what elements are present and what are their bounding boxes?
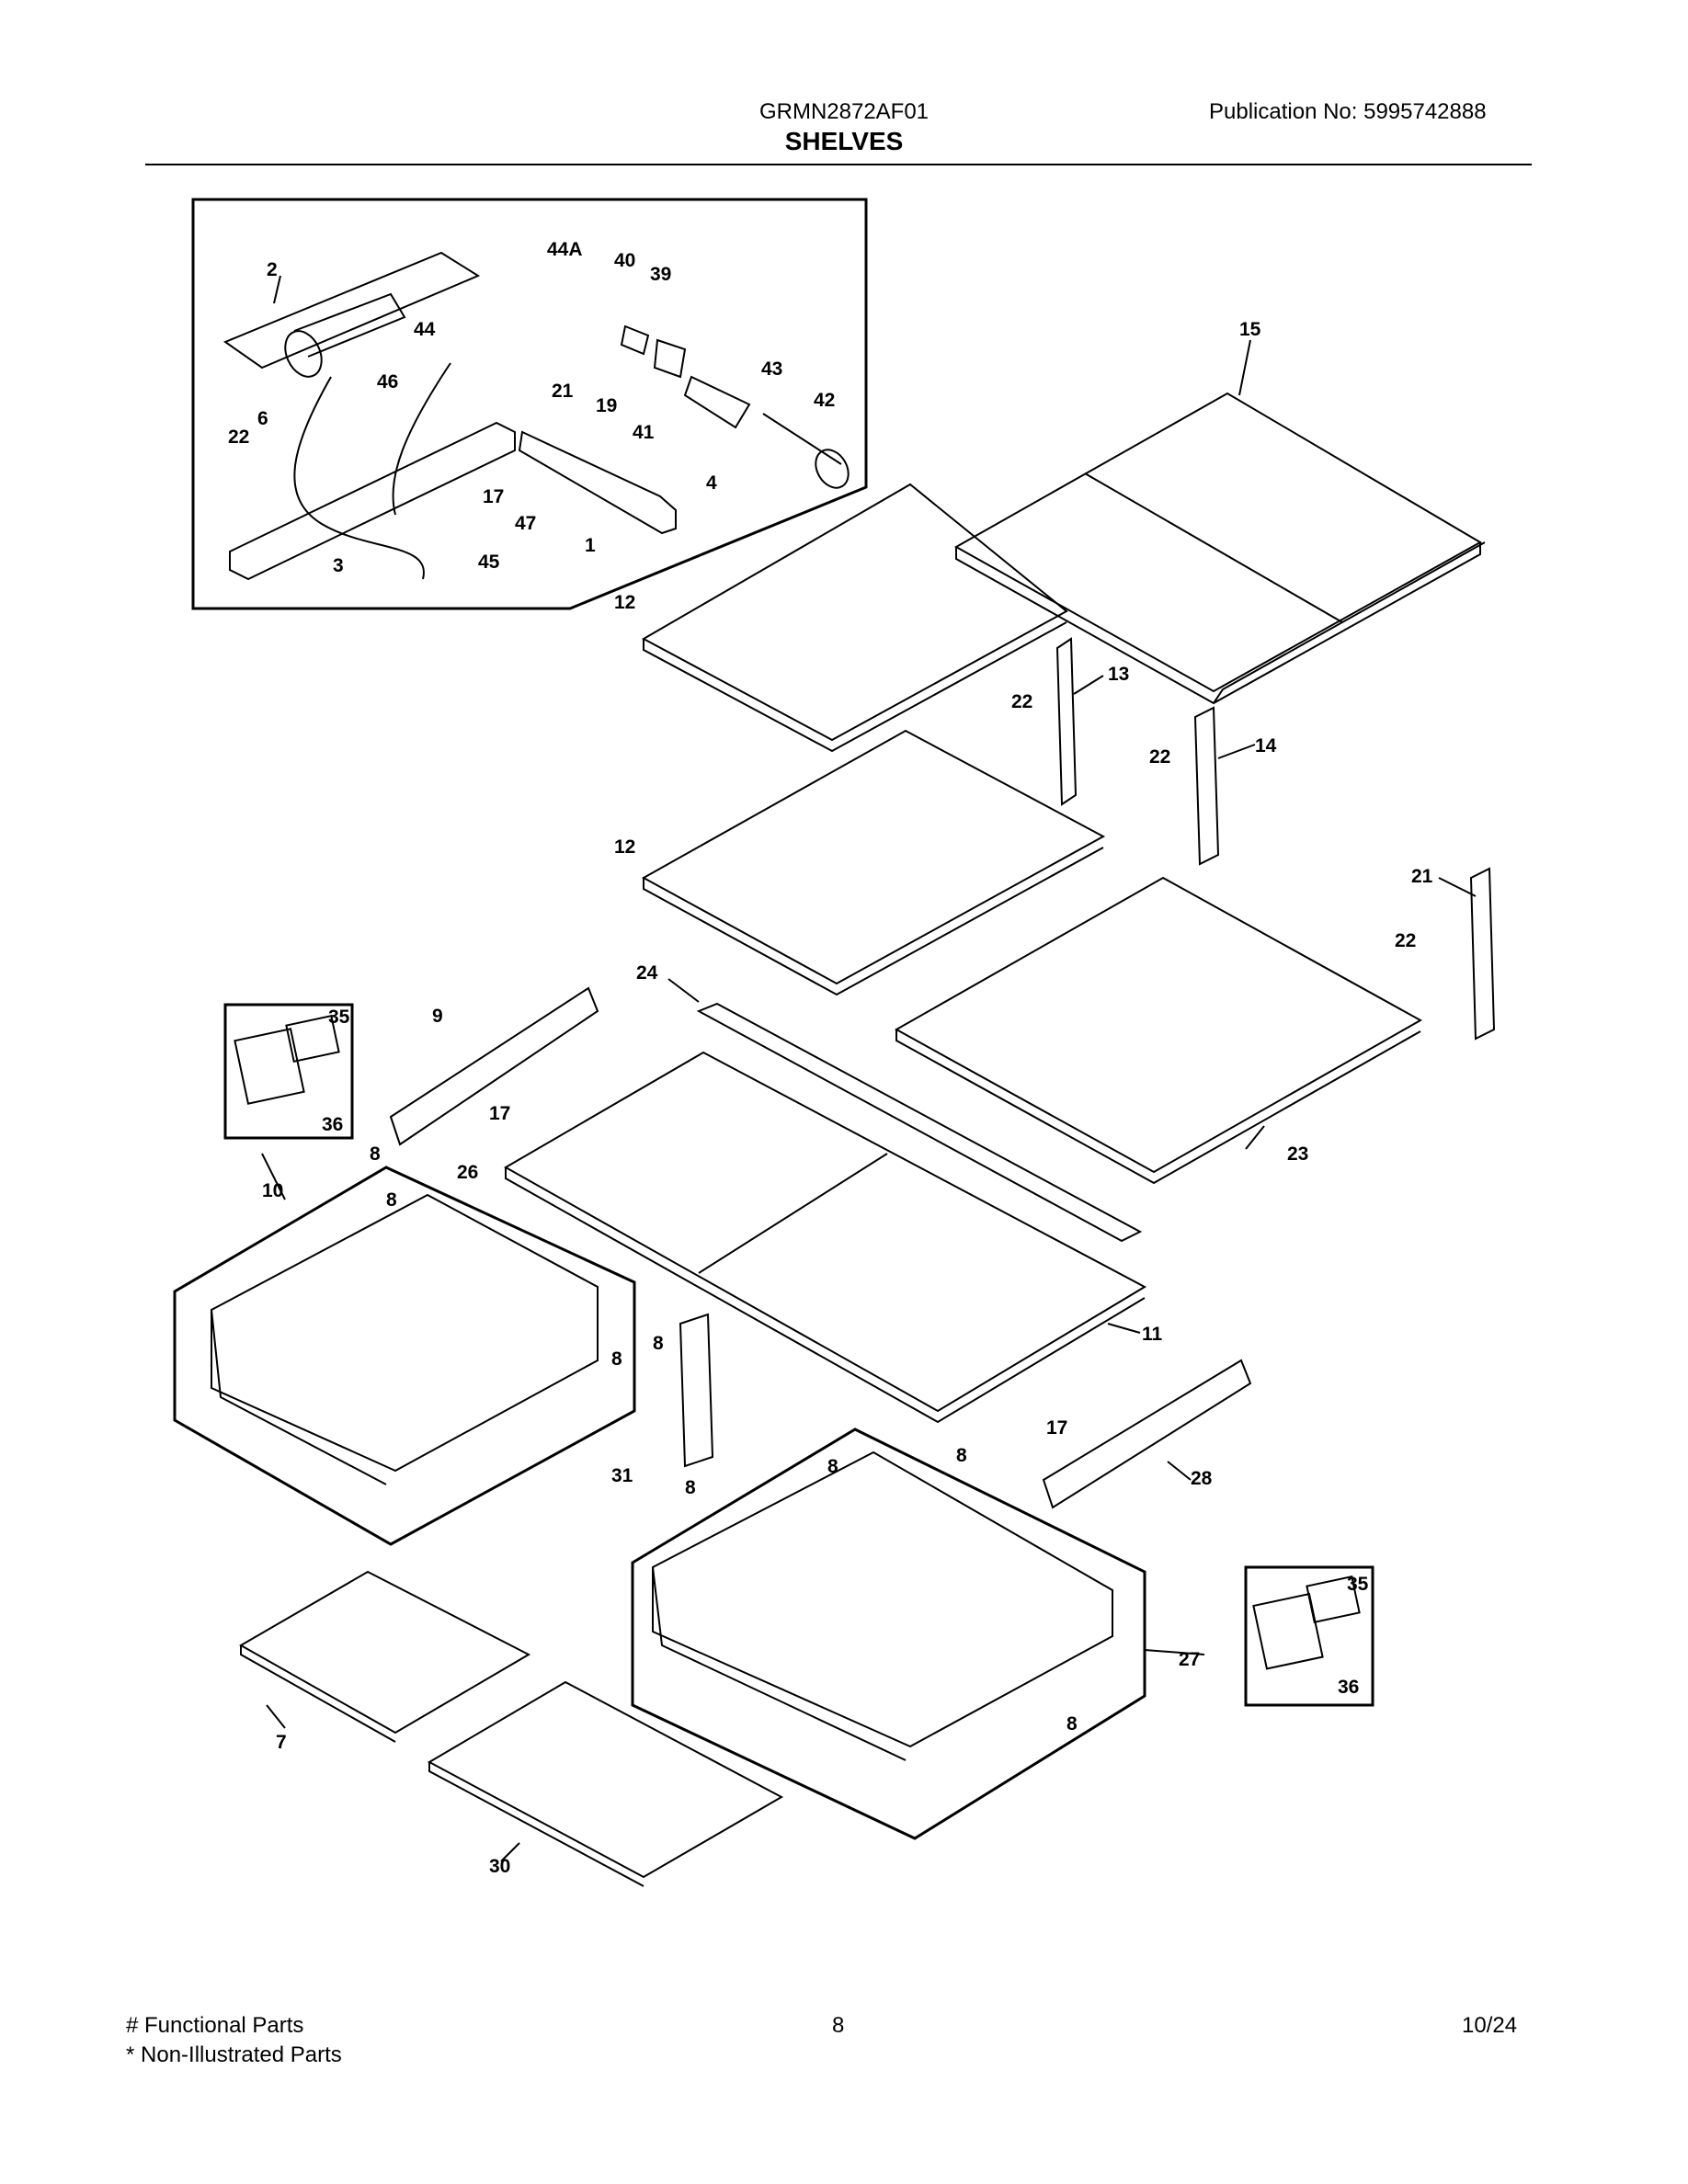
shelf-15 (953, 392, 1483, 693)
callout-10: 10 (262, 1180, 283, 1201)
filter-switch-41 (653, 338, 687, 379)
callout-2: 2 (267, 259, 278, 280)
callout-36a: 36 (322, 1114, 343, 1135)
rail-9 (389, 986, 599, 1146)
callout-8a: 8 (370, 1143, 381, 1165)
legend-non-illustrated-parts: * Non-Illustrated Parts (126, 2042, 342, 2067)
shelf-11 (503, 1051, 1147, 1413)
callout-46: 46 (377, 371, 398, 392)
crisper-drawer-10-inset (173, 1166, 636, 1546)
crisper-drawer-27-inset (631, 1428, 1146, 1840)
support-14 (1193, 706, 1220, 866)
publication-number: Publication No: 5995742888 (1209, 99, 1487, 124)
shelf-23 (894, 876, 1423, 1174)
page-number: 8 (832, 2013, 845, 2038)
callout-8c: 8 (653, 1333, 664, 1354)
callout-22d: 22 (1395, 930, 1416, 951)
callout-9: 9 (432, 1006, 443, 1027)
callout-6: 6 (257, 408, 268, 429)
filter-assembly-inset (191, 198, 868, 610)
callout-23: 23 (1287, 1143, 1308, 1165)
callout-8d: 8 (611, 1348, 622, 1370)
callout-30: 30 (489, 1856, 510, 1877)
callout-3: 3 (333, 555, 344, 576)
callout-11: 11 (1142, 1324, 1163, 1345)
filter-tubing-46 (392, 362, 451, 516)
callout-12a: 12 (614, 592, 635, 613)
callout-17b: 17 (489, 1103, 510, 1124)
callout-40: 40 (614, 250, 635, 271)
rail-28 (1042, 1359, 1252, 1509)
filter-bracket-43 (683, 375, 751, 429)
trim-24 (696, 1002, 1143, 1243)
humidity-control-inset-left (223, 1003, 354, 1140)
callout-35a: 35 (328, 1007, 350, 1028)
callout-17a: 17 (483, 486, 504, 507)
legend-functional-parts: # Functional Parts (126, 2013, 304, 2038)
callout-1: 1 (585, 535, 596, 556)
page-title: SHELVES (784, 127, 904, 155)
callout-12b: 12 (614, 836, 635, 858)
header-rule (145, 164, 1532, 165)
callout-7: 7 (276, 1732, 287, 1753)
callout-17c: 17 (1046, 1417, 1067, 1439)
callout-21b: 21 (1411, 866, 1433, 887)
filter-tubing-45 (293, 376, 425, 580)
filter-cover-1 (518, 430, 677, 535)
callout-39: 39 (650, 264, 671, 285)
callout-35b: 35 (1347, 1574, 1369, 1595)
callout-26: 26 (457, 1162, 478, 1183)
support-13 (1055, 637, 1078, 806)
callout-43: 43 (761, 358, 782, 380)
humidity-control-36-left (234, 1028, 305, 1105)
callout-4: 4 (706, 472, 717, 494)
callout-22a: 22 (228, 427, 249, 448)
callout-22b: 22 (1011, 691, 1032, 712)
humidity-control-inset-right (1244, 1565, 1374, 1707)
callout-14: 14 (1255, 735, 1277, 756)
filter-head-42 (762, 413, 842, 465)
callout-44: 44 (414, 319, 436, 340)
callout-8f: 8 (827, 1456, 838, 1477)
filter-clip-39 (620, 324, 650, 356)
callout-45: 45 (478, 552, 500, 573)
callout-8g: 8 (685, 1477, 696, 1498)
crisper-drawer-10 (211, 1193, 599, 1473)
humidity-label-35-left (285, 1015, 340, 1063)
callout-41: 41 (633, 422, 655, 443)
callout-28: 28 (1191, 1468, 1213, 1489)
callout-24: 24 (636, 962, 658, 984)
callout-36b: 36 (1338, 1677, 1359, 1698)
filter-housing (222, 251, 481, 370)
callout-8e: 8 (956, 1445, 967, 1466)
callout-8b: 8 (386, 1189, 397, 1211)
crisper-cover-30 (427, 1680, 784, 1879)
callout-42: 42 (814, 390, 835, 411)
callout-labels: 2 44A 40 39 44 46 21 19 43 42 6 22 41 4 … (228, 239, 1433, 1877)
humidity-control-36-right (1252, 1592, 1324, 1670)
support-21 (1469, 867, 1496, 1041)
divider-31 (679, 1313, 714, 1468)
callout-13: 13 (1108, 664, 1129, 685)
callout-27: 27 (1179, 1649, 1200, 1670)
crisper-cover-7 (238, 1570, 531, 1735)
callout-47: 47 (515, 513, 536, 534)
callout-8h: 8 (1066, 1713, 1078, 1735)
shelf-12-lower (641, 729, 1106, 985)
callout-44a: 44A (547, 239, 583, 260)
filter-rail-3 (229, 421, 516, 581)
crisper-drawer-27 (652, 1450, 1113, 1748)
callout-21a: 21 (552, 381, 574, 402)
callout-22c: 22 (1149, 746, 1170, 768)
filter-cartridge-body (293, 292, 406, 358)
callout-31: 31 (611, 1465, 633, 1486)
shelf-12-upper (641, 483, 1068, 742)
revision-date: 10/24 (1462, 2013, 1518, 2038)
callout-15: 15 (1239, 319, 1261, 340)
model-number: GRMN2872AF01 (758, 99, 930, 124)
humidity-label-35-right (1306, 1575, 1361, 1623)
filter-cartridge-6 (284, 330, 323, 378)
callout-19: 19 (596, 395, 617, 416)
